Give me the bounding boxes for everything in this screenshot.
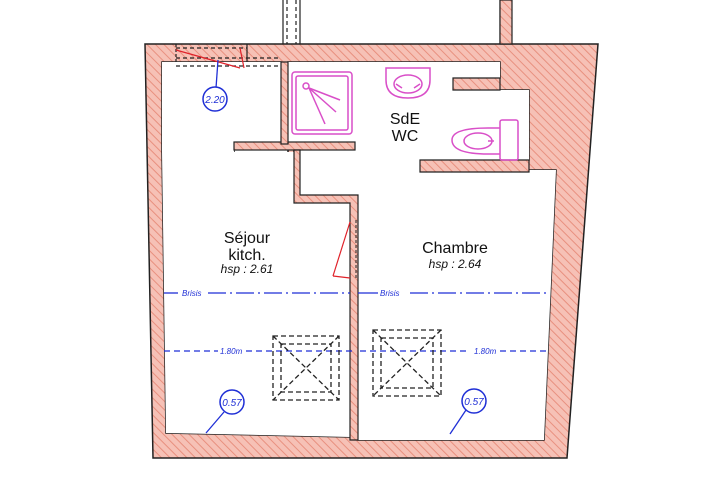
sink (385, 67, 431, 99)
skylight-right (372, 329, 442, 397)
room-sejour-name: Séjour (224, 230, 271, 247)
room-chambre-hsp: hsp : 2.64 (429, 257, 482, 271)
room-floors (162, 62, 556, 440)
room-chambre-name: Chambre (422, 240, 488, 257)
height-label-right: 1.80m (474, 347, 497, 356)
partition-walls (233, 61, 530, 441)
room-sde-name: SdE (390, 111, 420, 128)
marker-right: 0.57 (449, 388, 487, 435)
marker-left-label: 0.57 (222, 398, 242, 409)
sde-floor (288, 62, 556, 440)
room-sejour-hsp: hsp : 2.61 (221, 262, 274, 276)
marker-top-label: 2.20 (204, 95, 225, 106)
marker-top: 2.20 (202, 59, 228, 112)
brisis-label-right: Brisis (380, 289, 400, 298)
brisis-label-left: Brisis (182, 289, 202, 298)
skylight-left (272, 335, 340, 401)
room-wc-name: WC (392, 128, 419, 145)
shower-tray (291, 71, 353, 135)
sejour-floor (162, 62, 350, 437)
marker-right-label: 0.57 (464, 397, 484, 408)
height-label-left: 1.80m (220, 347, 243, 356)
marker-left: 0.57 (205, 389, 245, 434)
interior-door (332, 220, 357, 280)
entry-window (175, 44, 281, 69)
toilet (451, 119, 519, 161)
top-exterior-lines (282, 0, 513, 45)
room-sejour-subname: kitch. (228, 247, 265, 264)
